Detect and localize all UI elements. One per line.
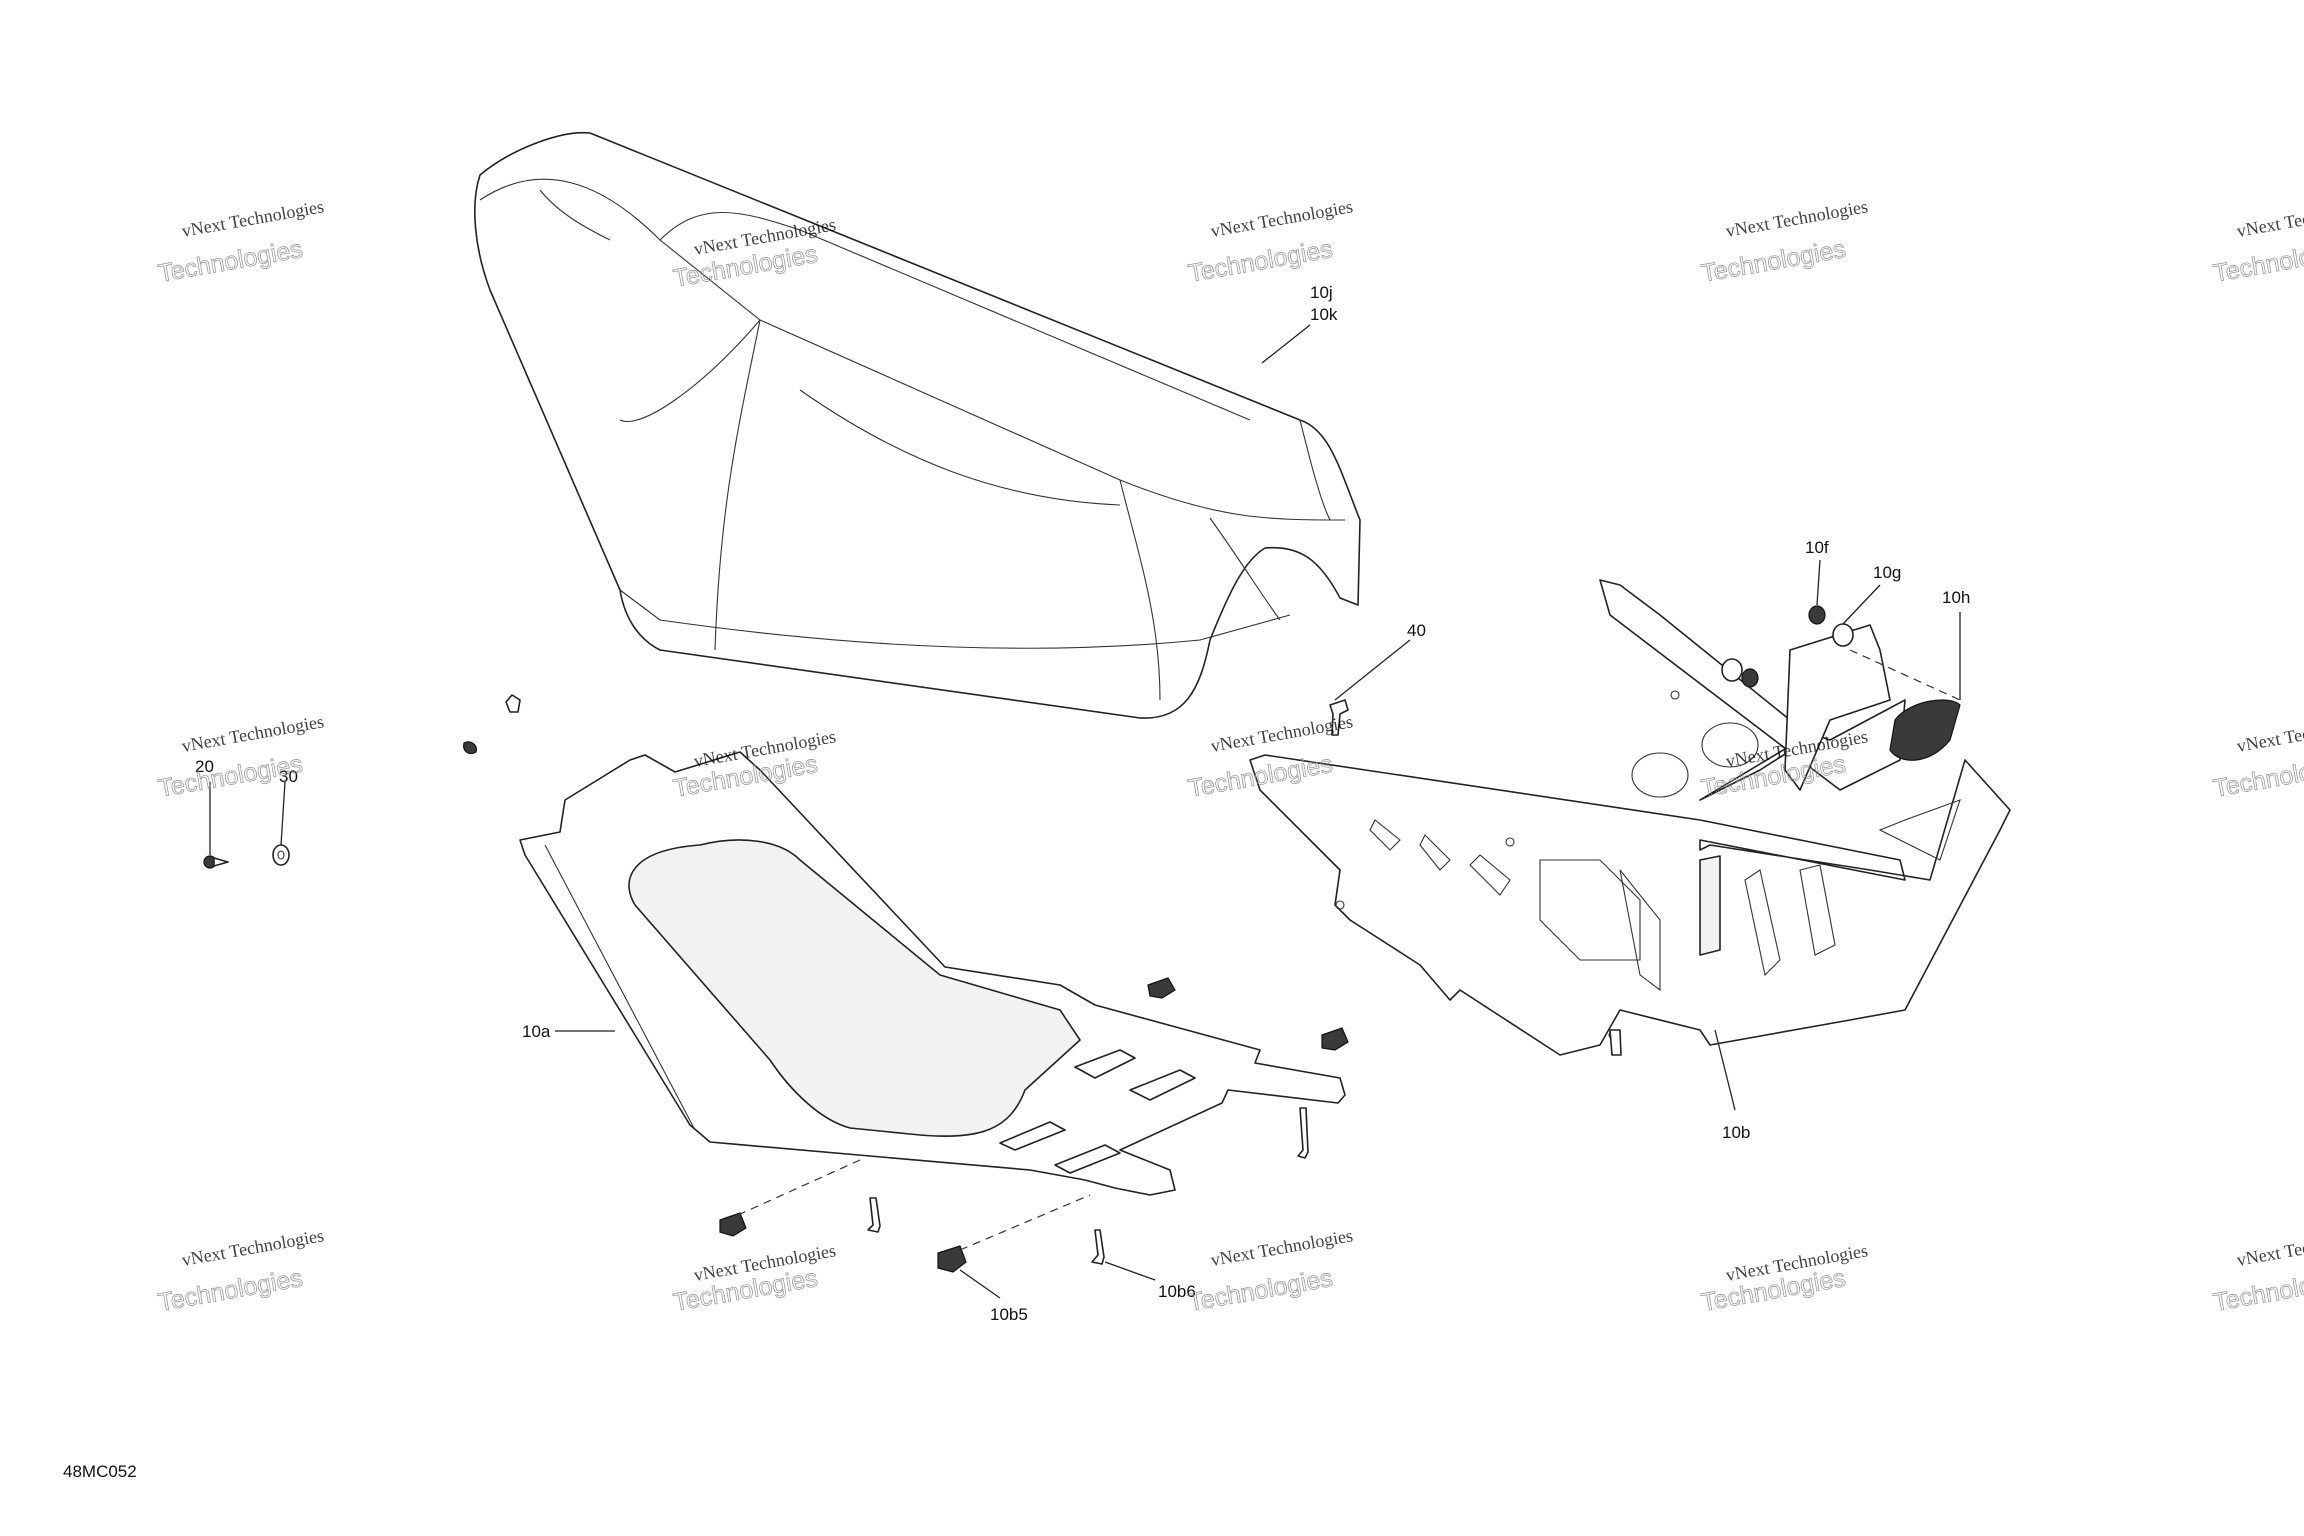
callout-30: 30 — [279, 767, 298, 786]
svg-text:vNext Technologies: vNext Technologies — [180, 196, 325, 241]
watermark-row-3: vNext Technologies Technologies vNext Te… — [156, 1225, 2304, 1317]
callout-10a: 10a — [522, 1022, 551, 1041]
callout-10g: 10g — [1873, 563, 1901, 582]
svg-text:Technologies: Technologies — [1186, 235, 1335, 288]
callout-20: 20 — [195, 757, 214, 776]
svg-text:vNext Technologies: vNext Technologies — [1209, 196, 1354, 241]
svg-text:vNext Technologies: vNext Technologies — [2235, 711, 2304, 756]
svg-text:vNext Technologies: vNext Technologies — [2235, 196, 2304, 241]
callout-10b6: 10b6 — [1158, 1282, 1196, 1301]
callout-10j: 10j — [1310, 283, 1333, 302]
leader-10b — [1714, 1029, 1736, 1111]
leader-10b6 — [1104, 1261, 1156, 1281]
callout-10f: 10f — [1805, 538, 1829, 557]
callout-10h: 10h — [1942, 588, 1970, 607]
svg-text:Technologies: Technologies — [156, 235, 305, 288]
callout-10b: 10b — [1722, 1123, 1750, 1142]
speed-nut-clip[interactable] — [719, 977, 1349, 1273]
svg-text:vNext Technologies: vNext Technologies — [180, 711, 325, 756]
seat-part[interactable] — [474, 131, 1361, 719]
svg-text:Technologies: Technologies — [1186, 1264, 1335, 1317]
svg-text:Technologies: Technologies — [2211, 750, 2304, 803]
seat-base-plate[interactable] — [519, 751, 1346, 1196]
svg-text:Technologies: Technologies — [156, 1264, 305, 1317]
dash-guide-3 — [1849, 649, 1961, 701]
leader-10b5 — [959, 1269, 1001, 1299]
svg-text:vNext Technologies: vNext Technologies — [1209, 711, 1354, 756]
leader-10g — [1842, 584, 1881, 625]
rear-bracket-part[interactable] — [1249, 579, 2011, 1056]
svg-text:vNext Technologies: vNext Technologies — [1209, 1225, 1354, 1270]
nut-washer-parts[interactable] — [1329, 605, 1854, 1056]
leader-40 — [1334, 639, 1411, 701]
svg-text:Technologies: Technologies — [2211, 1264, 2304, 1317]
callout-10k: 10k — [1310, 305, 1338, 324]
callout-10b5: 10b5 — [990, 1305, 1028, 1324]
leader-30 — [280, 781, 286, 846]
tail-light-part[interactable] — [1784, 624, 1961, 791]
svg-text:vNext Technologies: vNext Technologies — [1724, 196, 1869, 241]
dash-guide-1 — [737, 1159, 861, 1216]
leader-10j-10k — [1261, 324, 1311, 364]
screw-part[interactable] — [867, 1107, 1309, 1265]
callout-40: 40 — [1407, 621, 1426, 640]
svg-text:vNext Technologies: vNext Technologies — [2235, 1225, 2304, 1270]
svg-text:Technologies: Technologies — [1699, 235, 1848, 288]
svg-text:Technologies: Technologies — [156, 750, 305, 803]
bolt-part-20[interactable] — [203, 694, 521, 869]
reference-code: 48MC052 — [63, 1462, 137, 1481]
svg-text:Technologies: Technologies — [2211, 235, 2304, 288]
leader-10f — [1816, 559, 1821, 606]
svg-text:vNext Technologies: vNext Technologies — [180, 1225, 325, 1270]
dash-guide-2 — [959, 1194, 1091, 1251]
washer-part-30[interactable] — [272, 844, 290, 866]
